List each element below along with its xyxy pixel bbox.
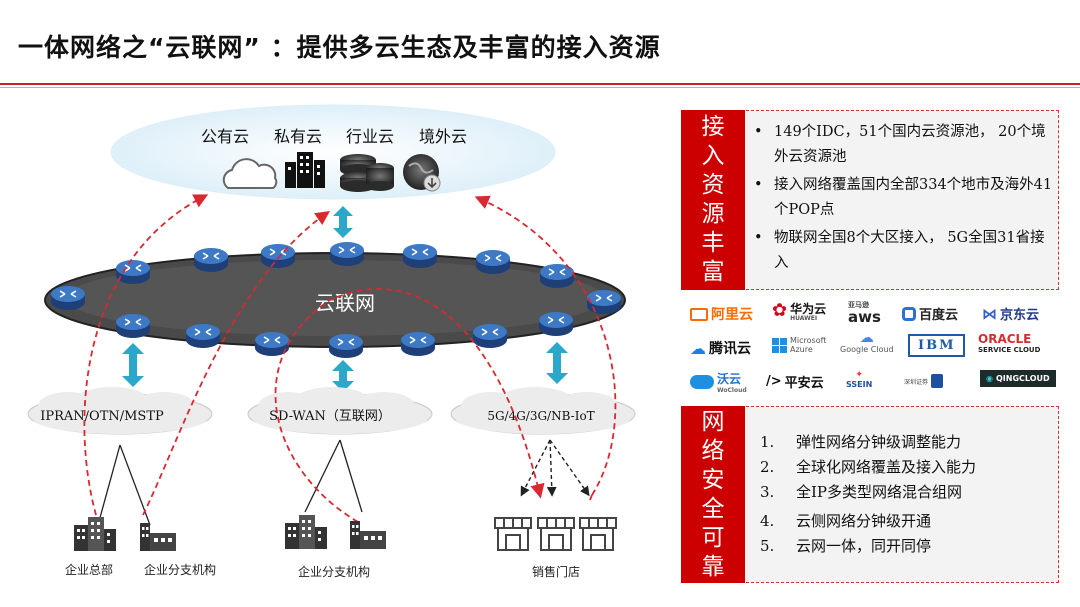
aws-logo: 亚马逊 aws (848, 301, 881, 326)
access-middle-label: SD-WAN（互联网） (269, 409, 391, 424)
oracle-logo: ORACLE SERVICE CLOUD (978, 332, 1041, 354)
cloud-resource-area (110, 104, 556, 200)
resource-item-3: 物联网全国8个大区接入， 5G全国31省接入 (748, 226, 1053, 276)
branch-building-icon (285, 515, 327, 549)
industry-cloud-label: 行业云 (346, 127, 394, 146)
resource-panel-tag: 接入资源丰富 (681, 110, 745, 290)
cloud-icon (222, 158, 278, 189)
aliyun-logo: 阿里云 (690, 304, 753, 324)
private-cloud-label: 私有云 (274, 127, 322, 146)
branch-label-2: 企业分支机构 (298, 564, 370, 579)
security-panel-tag: 网络安全可靠 (681, 406, 745, 583)
tencent-icon: ☁ (690, 338, 706, 358)
access-left-label: IPRAN/OTN/MSTP (40, 409, 164, 424)
link-arrows (122, 206, 568, 392)
security-list: 1.弹性网络分钟级调整能力 2.全球化网络覆盖及接入能力 3.全IP多类型网络混… (760, 430, 1050, 559)
security-item-5: 5.云网一体，同开同停 (760, 537, 932, 555)
huawei-icon: ✿ (772, 300, 788, 321)
wireless-links (520, 439, 590, 497)
store-label: 销售门店 (532, 564, 580, 579)
qingcloud-logo: ◉ QINGCLOUD (980, 370, 1056, 387)
title-rule (0, 83, 1080, 85)
traffic-paths (83, 194, 617, 523)
site-links (97, 439, 363, 526)
google-cloud-icon: ☁ (859, 330, 874, 346)
azure-logo: Microsoft Azure (772, 336, 826, 354)
security-item-3: 3.全IP多类型网络混合组网 (760, 483, 963, 501)
jd-logo: ⋈ 京东云 (982, 304, 1040, 324)
hq-building-icon (74, 517, 116, 551)
huawei-logo: ✿ 华为云 HUAWEI (772, 300, 827, 323)
aliyun-icon (690, 307, 708, 321)
pingan-icon: /> (766, 374, 782, 389)
security-item-2: 2.全球化网络覆盖及接入能力 (760, 458, 977, 476)
branch-factory-icon-2 (350, 521, 386, 549)
branch-label-1: 企业分支机构 (144, 562, 216, 577)
tencent-logo: ☁ 腾讯云 (690, 338, 751, 358)
building-icon (285, 152, 325, 188)
page-title: 一体网络之“云联网” ：提供多云生态及丰富的接入资源 (18, 33, 661, 62)
jd-icon: ⋈ (982, 304, 997, 323)
network-diagram: 公有云 私有云 行业云 境外云 云联网 (27, 104, 636, 579)
globe-download-icon (403, 154, 441, 192)
wocloud-icon (690, 375, 714, 389)
security-item-1: 1.弹性网络分钟级调整能力 (760, 433, 962, 451)
core-label: 云联网 (315, 291, 375, 315)
baidu-logo: 百度云 (902, 304, 958, 323)
pingan-logo: /> 平安云 (766, 374, 824, 391)
branch-factory-icon-1 (140, 523, 176, 551)
overseas-cloud-label: 境外云 (419, 127, 467, 146)
ssein-logo: ✦ SSEIN (846, 370, 873, 389)
baidu-icon (902, 306, 916, 321)
title-rule-thin (0, 87, 1080, 88)
database-icon (340, 154, 394, 192)
security-item-4: 4.云侧网络分钟级开通 (760, 512, 932, 530)
public-cloud-label: 公有云 (201, 127, 249, 146)
ibm-logo: IBM (908, 334, 966, 357)
ssein-icon: ✦ (855, 370, 863, 380)
resource-list: 149个IDC，51个国内云资源池， 20个境外云资源池 接入网络覆盖国内全部3… (748, 120, 1053, 279)
szse-icon (931, 374, 944, 388)
resource-item-1: 149个IDC，51个国内云资源池， 20个境外云资源池 (748, 120, 1053, 170)
qingcloud-icon: ◉ (986, 374, 993, 383)
szse-logo: 深圳证券 (904, 374, 944, 388)
resource-item-2: 接入网络覆盖国内全部334个地市及海外41个POP点 (748, 173, 1053, 223)
security-tag-text: 网络安全可靠 (701, 408, 725, 580)
hq-label: 企业总部 (65, 562, 113, 577)
google-cloud-logo: ☁ Google Cloud (840, 330, 894, 354)
partner-logos: 阿里云 ✿ 华为云 HUAWEI 亚马逊 aws 百度云 ⋈ 京东云 ☁ 腾讯云… (688, 300, 1058, 400)
windows-icon (772, 337, 787, 353)
resource-tag-text: 接入资源丰富 (701, 114, 725, 285)
store-icons (494, 517, 617, 551)
access-right-label: 5G/4G/3G/NB-IoT (487, 409, 594, 423)
